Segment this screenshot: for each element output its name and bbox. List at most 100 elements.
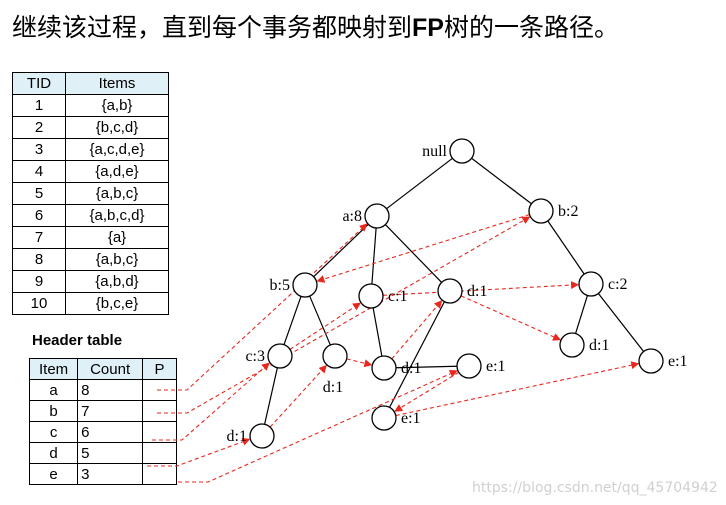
- count-header: Count: [77, 358, 144, 380]
- tree-edge: [386, 157, 453, 210]
- table-row: 5{a,b,c}: [12, 182, 169, 205]
- node-link-arrow: [382, 281, 580, 296]
- pointer-cell: [142, 463, 177, 485]
- tree-node-circle: [559, 332, 585, 358]
- node-link-arrow: [316, 214, 530, 283]
- tree-node-circle: [267, 343, 293, 369]
- tree-edge: [574, 295, 589, 334]
- header-table-header-row: Item Count P: [28, 358, 177, 380]
- tree-node: null: [422, 138, 475, 164]
- tree-edge: [597, 293, 645, 352]
- table-row: 4{a,d,e}: [12, 160, 169, 183]
- tree-edge: [313, 223, 369, 278]
- table-row: 3{a,c,d,e}: [12, 138, 169, 161]
- watermark: https://blog.csdn.net/qq_45704942: [472, 480, 718, 496]
- tree-node-circle: [528, 198, 554, 224]
- tree-node: d:1: [559, 332, 609, 358]
- tree-edge: [384, 224, 443, 283]
- tree-edge: [283, 296, 302, 345]
- items-cell: {a,c,d,e}: [65, 138, 169, 161]
- tree-node-circle: [371, 405, 397, 431]
- tree-node: d:1: [371, 355, 421, 381]
- tree-node-label: e:1: [668, 353, 688, 370]
- node-link-arrow: [391, 300, 443, 360]
- pointer-header: P: [142, 358, 177, 380]
- tree-edge: [395, 365, 458, 369]
- table-row: 9{a,b,d}: [12, 270, 169, 293]
- tree-node-label: d:1: [227, 428, 247, 445]
- tree-edge: [471, 157, 532, 205]
- node-links: [147, 214, 640, 483]
- tree-node: e:1: [638, 348, 688, 374]
- tree-node-circle: [322, 343, 348, 369]
- node-link-arrow: [152, 362, 270, 441]
- node-link-arrow: [269, 364, 327, 428]
- tree-node-label: d:1: [467, 283, 487, 300]
- tree-node-circle: [456, 353, 482, 379]
- tree-node-circle: [249, 423, 275, 449]
- table-row: 7{a}: [12, 226, 169, 249]
- tree-node-label: b:2: [558, 203, 578, 220]
- tree-node-label: e:1: [401, 410, 421, 427]
- node-link-arrow: [395, 361, 640, 417]
- tree-nodes: null a:8 b:2 b:5 c:1 d:1 c:2 c:3 d:1 d:1 e:1 d:1 e:1…: [227, 138, 688, 449]
- title-prefix: 继续该过程，直到每个事务都映射到: [12, 13, 413, 42]
- title-bold: FP: [412, 14, 444, 42]
- slide-title: 继续该过程，直到每个事务都映射到FP树的一条路径。: [12, 8, 619, 44]
- tree-node-circle: [578, 271, 604, 297]
- tree-node: d:1: [227, 423, 275, 449]
- tree-edge: [547, 220, 585, 275]
- items-cell: {a,d,e}: [65, 160, 169, 183]
- tree-edge: [264, 367, 278, 425]
- node-link-arrow: [157, 216, 531, 414]
- node-link-arrow: [460, 295, 562, 341]
- tree-node-circle: [449, 138, 475, 164]
- tree-node: c:1: [358, 283, 408, 309]
- items-cell: {b,c,e}: [65, 292, 169, 315]
- tree-node-label: c:2: [608, 276, 628, 293]
- count-cell: 3: [77, 463, 144, 485]
- tree-node-label: d:1: [401, 360, 421, 377]
- tree-node-label: c:1: [388, 288, 408, 305]
- title-suffix: 树的一条路径。: [443, 13, 619, 42]
- transaction-table: TID Items 1{a,b} 2{b,c,d} 3{a,c,d,e} 4{a…: [12, 72, 169, 315]
- items-cell: {a,b}: [65, 94, 169, 117]
- tree-edges: [264, 157, 645, 425]
- tree-node: d:1: [322, 343, 348, 396]
- header-table-label: Header table: [32, 332, 123, 349]
- node-link-arrow: [346, 358, 373, 368]
- tree-edge: [389, 301, 445, 408]
- tree-node: e:1: [371, 405, 421, 431]
- node-link-arrow: [147, 437, 251, 467]
- tree-node-label: d:1: [323, 379, 343, 396]
- tree-node: b:5: [270, 272, 318, 298]
- table-row: 1{a,b}: [12, 94, 169, 117]
- tree-node-circle: [358, 283, 384, 309]
- tree-node-label: a:8: [342, 208, 362, 225]
- tree-node: c:3: [245, 343, 293, 369]
- tree-edge: [372, 307, 383, 357]
- tree-node: c:2: [578, 271, 628, 297]
- node-link-arrow: [289, 302, 361, 350]
- transaction-header-row: TID Items: [12, 72, 169, 95]
- tree-node-circle: [437, 278, 463, 304]
- tree-node-label: b:5: [270, 277, 290, 294]
- tree-node-circle: [364, 203, 390, 229]
- tree-node-label: c:3: [245, 348, 265, 365]
- items-header: Items: [65, 72, 169, 95]
- tree-node-circle: [292, 272, 318, 298]
- tree-node-label: null: [422, 143, 447, 160]
- tid-cell: 10: [12, 292, 66, 315]
- items-cell: {b,c,d}: [65, 116, 169, 139]
- node-link-arrow: [178, 370, 458, 483]
- items-cell: {a,b,c,d}: [65, 204, 169, 227]
- node-link-arrow: [394, 371, 460, 412]
- table-row: 10{b,c,e}: [12, 292, 169, 315]
- item-cell: e: [28, 463, 79, 485]
- tree-edge: [309, 295, 331, 346]
